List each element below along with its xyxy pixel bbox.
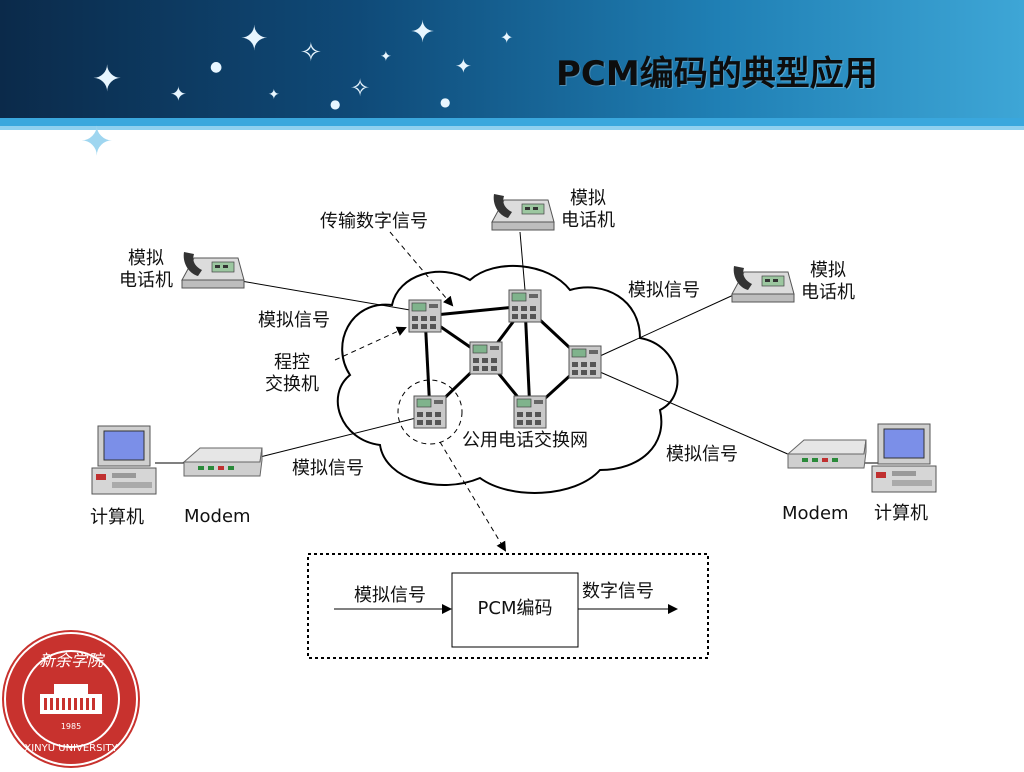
pcm-encoder-label: PCM编码: [477, 598, 553, 619]
modem-icon: [183, 447, 263, 477]
telephone-icon: [491, 193, 555, 231]
sparkle-icon: ✦: [380, 49, 392, 65]
page-title: PCM编码的典型应用: [556, 54, 878, 94]
telephone-icon: [731, 265, 795, 303]
label-analog-signal: 模拟信号: [628, 280, 700, 301]
sparkle-icon: ●: [210, 59, 223, 75]
computer-icon: [91, 425, 157, 495]
label-switch: 程控 交换机: [256, 352, 328, 396]
telephone-icon: [181, 251, 245, 289]
pcm-output-label: 数字信号: [582, 581, 654, 602]
university-seal-icon: 新余学院 1985 XINYU UNIVERSITY: [4, 632, 138, 766]
switch-icon: [568, 345, 602, 379]
label-analog-signal: 模拟信号: [666, 444, 738, 465]
label-phone-top: 模拟 电话机: [556, 188, 620, 232]
sparkle-icon: ✦: [80, 119, 114, 165]
pcm-dotted-frame: [307, 553, 709, 659]
sparkle-icon: ●: [330, 97, 341, 111]
modem-icon: [787, 439, 867, 469]
sparkle-icon: ✦: [410, 15, 436, 50]
sparkle-icon: ●: [440, 95, 451, 109]
label-modem: Modem: [184, 506, 251, 527]
label-line: 程控: [274, 352, 310, 373]
label-phone-left: 模拟 电话机: [114, 248, 178, 292]
label-line: 模拟: [128, 248, 164, 269]
label-computer: 计算机: [90, 507, 144, 528]
pcm-encoder-block: [451, 572, 579, 648]
logo-year: 1985: [61, 722, 81, 731]
switch-icon: [408, 299, 442, 333]
switch-icon: [413, 395, 447, 429]
university-logo: 新余学院 1985 XINYU UNIVERSITY: [2, 630, 140, 768]
sparkle-icon: ✦: [455, 54, 472, 78]
label-line: 模拟: [810, 260, 846, 281]
sparkle-icon: ✦: [240, 19, 269, 59]
banner-stripe: [0, 118, 1024, 126]
label-line: 电话机: [801, 282, 855, 303]
label-analog-signal: 模拟信号: [292, 458, 364, 479]
callout-lines: [334, 231, 507, 552]
computer-icon: [871, 423, 937, 493]
switch-icon: [469, 341, 503, 375]
label-line: 交换机: [265, 374, 319, 395]
label-line: 电话机: [119, 270, 173, 291]
label-line: 模拟: [570, 188, 606, 209]
label-transmit-digital: 传输数字信号: [320, 211, 428, 232]
pstn-cloud: [336, 264, 679, 494]
logo-name-cn: 新余学院: [39, 651, 106, 670]
banner-stripe-light: [0, 126, 1024, 130]
label-phone-right: 模拟 电话机: [796, 260, 860, 304]
pcm-input-label: 模拟信号: [354, 585, 426, 606]
sparkle-icon: ✦: [268, 87, 280, 103]
sparkle-icon: ✧: [350, 74, 371, 102]
label-line: 电话机: [561, 210, 615, 231]
label-analog-signal: 模拟信号: [258, 310, 330, 331]
sparkle-icon: ✦: [170, 82, 187, 106]
access-lines: [155, 231, 880, 464]
sparkle-icon: ✦: [500, 28, 514, 47]
label-pstn: 公用电话交换网: [462, 430, 588, 451]
label-modem: Modem: [782, 503, 849, 524]
logo-name-en: XINYU UNIVERSITY: [24, 743, 118, 754]
sparkle-icon: ✦: [92, 59, 123, 100]
label-computer: 计算机: [874, 503, 928, 524]
header-banner: ✦ ✧ ✦ ✦ ✦ ✧ ✦ ✦ ✦ ✦ ● ● ●: [0, 0, 1024, 118]
switch-icon: [513, 395, 547, 429]
switch-icon: [508, 289, 542, 323]
sparkle-icon: ✧: [300, 38, 322, 68]
